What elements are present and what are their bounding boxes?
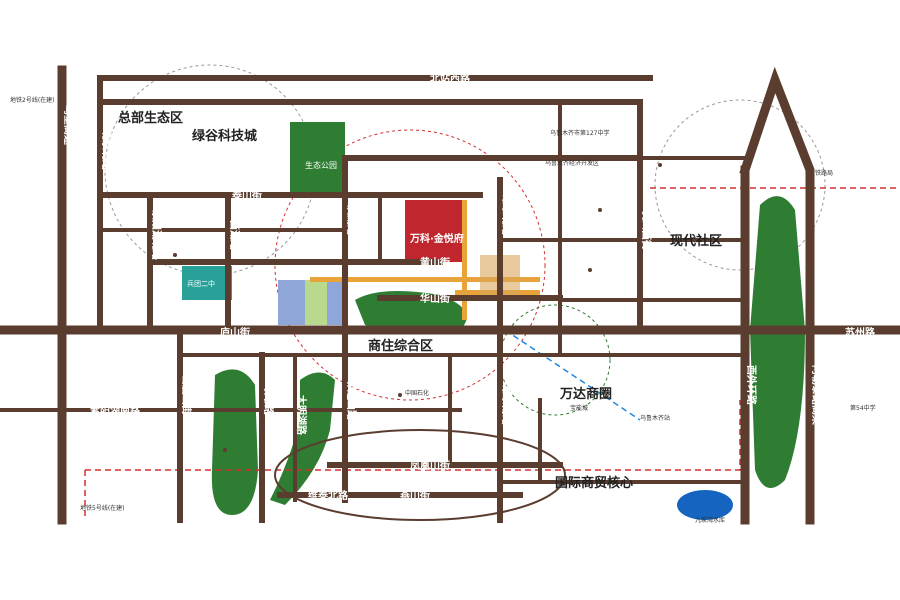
poi-label: 地铁5号线(在建)	[80, 504, 125, 512]
lake	[677, 490, 733, 520]
south-park	[270, 372, 335, 505]
poi-label: 乌鲁木齐经济开发区	[545, 159, 599, 167]
binggang-label: 兵团二中	[187, 279, 215, 288]
label-hangzhou: 杭州西街	[640, 210, 653, 250]
label-yanshan: 燕山街	[400, 489, 430, 502]
eco-park-block	[290, 122, 345, 197]
poi-dot	[598, 208, 602, 212]
eco-park-label: 生态公园	[305, 160, 337, 170]
poi-dot	[173, 253, 177, 257]
poi-dot	[588, 268, 592, 272]
east-park	[750, 196, 805, 488]
label-tianhu: 天湖路	[540, 420, 553, 451]
poi-label: 铁路局	[815, 169, 833, 177]
label-weitai-bridge: 维泰北路	[308, 489, 349, 502]
label-suzhou: 苏州路	[845, 326, 876, 339]
zone-circle-wanda	[499, 304, 611, 416]
label-lushan: 庐山街	[220, 326, 250, 339]
label-fenghuang: 凤凰山街	[410, 459, 450, 472]
poi-dot	[658, 163, 662, 167]
label-xiwai: 西外环路	[745, 365, 758, 406]
binggang-block	[182, 266, 232, 300]
label-hongqi: 洪湖路	[345, 205, 358, 236]
poi-label: 乌鲁木齐市第127中学	[550, 129, 609, 137]
zone-circle-modern	[654, 99, 826, 271]
poi-label: 中国石化	[405, 389, 429, 397]
zone-intl-trade: 国际商贸核心	[555, 475, 633, 491]
zone-wanda: 万达商圈	[559, 386, 612, 402]
label-datong: 大明湖路	[295, 395, 308, 436]
datang-park	[211, 369, 258, 515]
poi-dot	[398, 393, 402, 397]
metro-blue	[504, 329, 641, 421]
label-taishan: 泰山街	[231, 189, 262, 202]
label-weitai-n: 维泰北路	[500, 195, 513, 236]
label-ziyang-s: 紫阳湖南路	[90, 404, 141, 417]
zone-modern-community: 现代社区	[670, 233, 722, 249]
poi-label: 地铁2号线(在建)	[10, 96, 55, 104]
label-beijing-n: 北京北路	[100, 130, 113, 171]
label-qilian: 祁连山路	[345, 380, 358, 421]
label-xihu: 西湖路	[228, 220, 241, 251]
light-green-block	[305, 280, 327, 325]
label-ziyang: 紫阳湖北路	[150, 210, 163, 261]
poi-label: 九家湾水库	[695, 516, 725, 524]
label-wukui: 乌奎高速	[62, 105, 75, 145]
road-loop	[274, 429, 566, 521]
metro-red-south	[85, 400, 741, 471]
poi-label: 第54中学	[850, 404, 876, 412]
zone-green-valley: 绿谷科技城	[192, 128, 257, 144]
project-block	[405, 200, 467, 262]
label-langyuan: 琅琊路	[262, 385, 275, 416]
label-huangshan: 黄山街	[420, 256, 450, 269]
poi-label: 宝能城	[570, 404, 588, 412]
poi-dot	[223, 448, 227, 452]
label-yanling: 岳麓山街	[180, 375, 193, 415]
zone-hq-eco: 总部生态区	[118, 110, 183, 126]
road-aletai	[739, 66, 815, 525]
central-park	[355, 291, 467, 334]
label-aletai: 阿勒泰路高架	[810, 365, 823, 425]
project-name: 万科·金悦府	[409, 232, 464, 245]
zone-circle-project	[274, 129, 546, 401]
label-weitai-s: 维泰南路	[500, 385, 513, 426]
label-bzd: 北站西路	[430, 72, 471, 85]
label-huashan: 华山街	[420, 292, 450, 305]
poi-label: 乌鲁木齐站	[640, 414, 670, 422]
zone-commercial: 商住综合区	[368, 338, 433, 354]
orange-road-v	[462, 200, 467, 320]
orange-road-h1	[310, 277, 540, 282]
